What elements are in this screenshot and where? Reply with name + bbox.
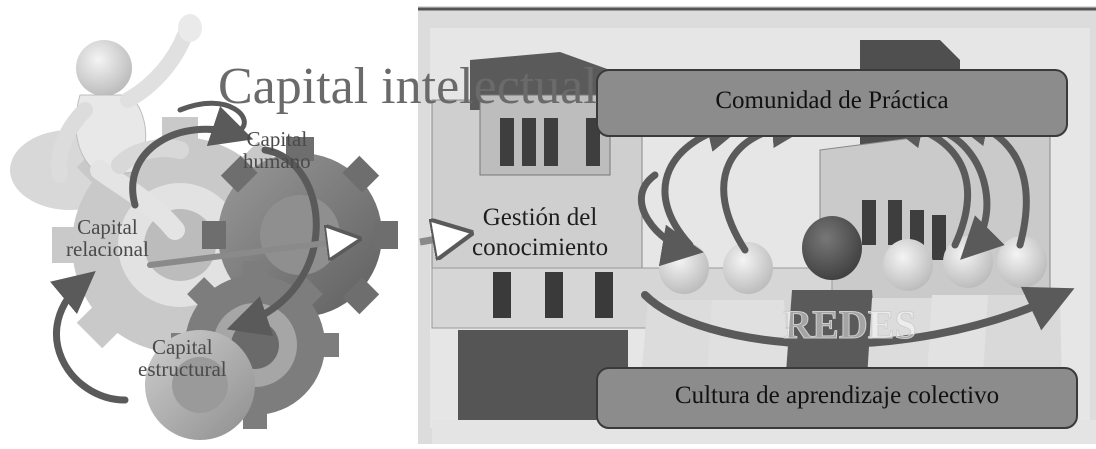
gears-illustration — [10, 14, 398, 440]
redes-label: REDES — [783, 302, 916, 347]
cultura-box — [596, 367, 1078, 429]
capital-humano-line2: humano — [243, 149, 311, 174]
comunidad-text: Comunidad de Práctica — [715, 87, 949, 114]
capital-relacional-line2: relacional — [66, 237, 149, 262]
gestion-arrow — [419, 235, 460, 242]
capital-estructural-line2: estructural — [138, 357, 227, 382]
capital-humano-line1: Capital — [246, 127, 308, 151]
comunidad-box — [596, 69, 1068, 137]
person-figure — [51, 14, 202, 240]
gestion-conocimiento-label: Gestión del conocimiento — [472, 203, 608, 263]
capital-relacional-label: Capital relacional — [66, 216, 149, 260]
gestion-line1: Gestión del — [482, 204, 598, 231]
capital-estructural-line1: Capital — [151, 335, 213, 359]
capital-humano-label: Capital humano — [243, 128, 311, 172]
gestion-line2: conocimiento — [472, 234, 609, 261]
cultura-text: Cultura de aprendizaje colectivo — [674, 382, 1000, 409]
capital-estructural-label: Capital estructural — [138, 336, 227, 380]
capital-relacional-line1: Capital — [77, 215, 138, 239]
capital-cycle-arrows — [50, 100, 350, 404]
capital-intelectual-title: Capital intelectual — [218, 58, 598, 115]
